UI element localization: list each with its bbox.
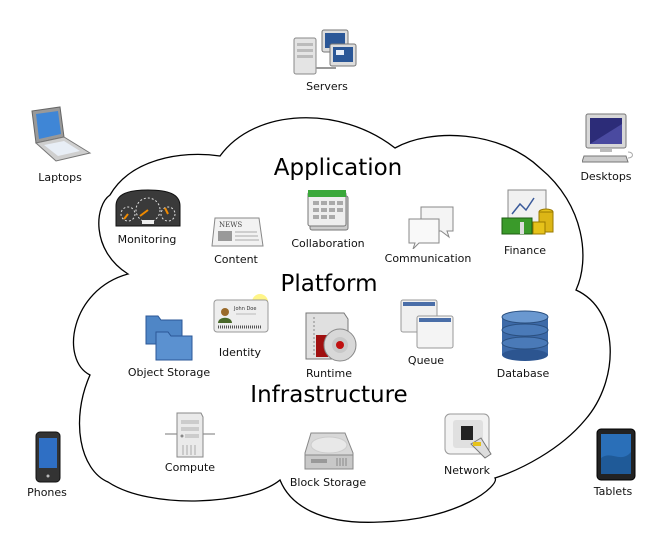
servers-label: Servers: [306, 80, 348, 93]
laptop-icon: [31, 106, 92, 162]
queue-windows-icon: [400, 299, 454, 349]
news-text: NEWS: [219, 221, 242, 229]
layer-title-infrastructure: Infrastructure: [250, 382, 408, 408]
network-label: Network: [444, 464, 490, 477]
desktops-label: Desktops: [580, 170, 632, 183]
desktop-icon: [582, 113, 633, 163]
runtime-label: Runtime: [306, 367, 352, 380]
folders-icon: [145, 315, 193, 361]
calendar-icon: [307, 190, 349, 231]
dashboard-gauge-icon: [115, 189, 181, 227]
phones-label: Phones: [27, 486, 67, 499]
identity-label: Identity: [218, 346, 262, 359]
tablets-label: Tablets: [593, 485, 633, 498]
database-icon: [501, 310, 549, 361]
servers-icon: [293, 29, 357, 75]
queue-label: Queue: [407, 354, 445, 367]
compute-label: Compute: [164, 461, 216, 474]
id-card-name: John Doe: [233, 306, 256, 312]
communication-label: Communication: [384, 252, 472, 265]
layer-title-platform: Platform: [280, 271, 378, 297]
phone-icon: [35, 431, 61, 483]
monitoring-label: Monitoring: [117, 233, 177, 246]
compute-server-icon: [165, 412, 215, 458]
content-label: Content: [214, 253, 258, 266]
finance-chart-money-icon: [501, 189, 554, 235]
chat-bubbles-icon: [408, 206, 454, 249]
network-port-icon: [444, 413, 492, 459]
object-storage-label: Object Storage: [127, 366, 211, 379]
database-label: Database: [496, 367, 550, 380]
newspaper-icon: NEWS: [211, 217, 264, 247]
id-card-icon: John Doe: [213, 294, 269, 333]
block-storage-label: Block Storage: [289, 476, 367, 489]
laptops-label: Laptops: [38, 171, 82, 184]
finance-label: Finance: [503, 244, 547, 257]
tablet-icon: [596, 428, 636, 481]
layer-title-application: Application: [273, 155, 403, 181]
collaboration-label: Collaboration: [291, 237, 365, 250]
runtime-box-disc-icon: [305, 312, 357, 362]
hard-drive-icon: [304, 432, 354, 470]
